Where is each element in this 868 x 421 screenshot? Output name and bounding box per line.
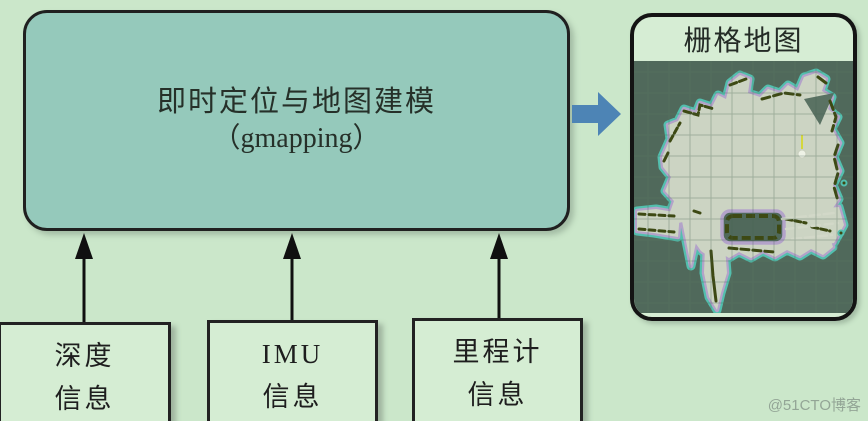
- arrowhead-up-icon: [75, 233, 93, 259]
- input-label-line1: IMU: [261, 339, 324, 369]
- input-box-odometry: 里程计 信息: [412, 318, 583, 421]
- input-label-line1: 深度: [54, 341, 115, 371]
- process-title-line1: 即时定位与地图建模: [156, 86, 436, 118]
- arrow-shaft: [497, 253, 501, 318]
- input-box-imu: IMU 信息: [207, 320, 378, 421]
- watermark: @51CTO博客: [767, 397, 861, 414]
- gmapping-process-box: 即时定位与地图建模 （gmapping）: [23, 10, 570, 231]
- input-label-line2: 信息: [467, 380, 528, 410]
- arrowhead-up-icon: [490, 233, 508, 259]
- process-title-line2: （gmapping）: [212, 123, 381, 154]
- input-label-line1: 里程计: [452, 337, 543, 367]
- grid-map-title: 栅格地图: [683, 25, 804, 57]
- grid-map-panel: 栅格地图: [630, 13, 857, 321]
- input-label-line2: 信息: [54, 384, 115, 414]
- grid-map-image: [634, 61, 853, 313]
- input-label-line2: 信息: [262, 382, 323, 412]
- output-arrow-icon: [572, 92, 621, 136]
- input-arrow-odometry: [489, 233, 509, 318]
- input-arrow-imu: [282, 233, 302, 320]
- input-arrow-depth: [74, 233, 94, 322]
- input-box-depth: 深度 信息: [0, 322, 171, 421]
- arrow-shaft: [82, 253, 86, 322]
- arrowhead-up-icon: [283, 233, 301, 259]
- arrow-shaft: [290, 253, 294, 320]
